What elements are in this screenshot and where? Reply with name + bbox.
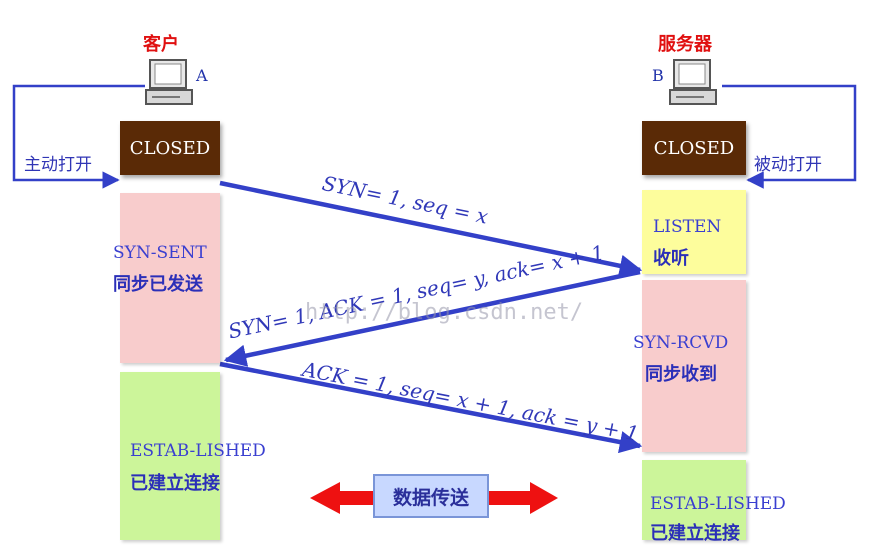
client-syn-sent-label: SYN-SENT [113, 243, 207, 263]
syn-arrow [219, 180, 643, 277]
server-established-cn: 已建立连接 [650, 523, 740, 544]
watermark: http://blog.csdn.net/ [305, 300, 584, 325]
server-letter: B [652, 66, 664, 85]
client-syn-sent-box [120, 193, 220, 363]
server-listen-cn: 收听 [653, 248, 689, 269]
client-established-cn: 已建立连接 [130, 473, 220, 494]
server-open-loop [722, 84, 857, 189]
server-computer-icon [669, 59, 717, 105]
active-open-label: 主动打开 [24, 155, 92, 175]
client-established-label: ESTAB-LISHED [130, 441, 266, 461]
client-open-loop [12, 84, 145, 189]
ack-arrow [219, 361, 643, 454]
syn-ack-arrow [223, 269, 641, 367]
server-listen-box [642, 190, 746, 274]
passive-open-label: 被动打开 [754, 155, 822, 175]
server-established-label: ESTAB-LISHED [650, 494, 786, 514]
server-closed-state: CLOSED [642, 121, 746, 175]
client-established-box [120, 372, 220, 540]
server-syn-rcvd-cn: 同步收到 [645, 364, 717, 385]
server-title: 服务器 [658, 34, 712, 55]
server-listen-label: LISTEN [653, 217, 722, 237]
server-established-box [642, 460, 746, 540]
data-transfer-label: 数据传送 [373, 474, 489, 518]
client-computer-icon [145, 59, 193, 105]
server-syn-rcvd-box [642, 280, 746, 452]
server-syn-rcvd-label: SYN-RCVD [633, 333, 729, 353]
client-title: 客户 [143, 34, 179, 55]
client-letter: A [196, 66, 208, 85]
client-closed-state: CLOSED [120, 121, 220, 175]
client-syn-sent-cn: 同步已发送 [113, 274, 203, 295]
